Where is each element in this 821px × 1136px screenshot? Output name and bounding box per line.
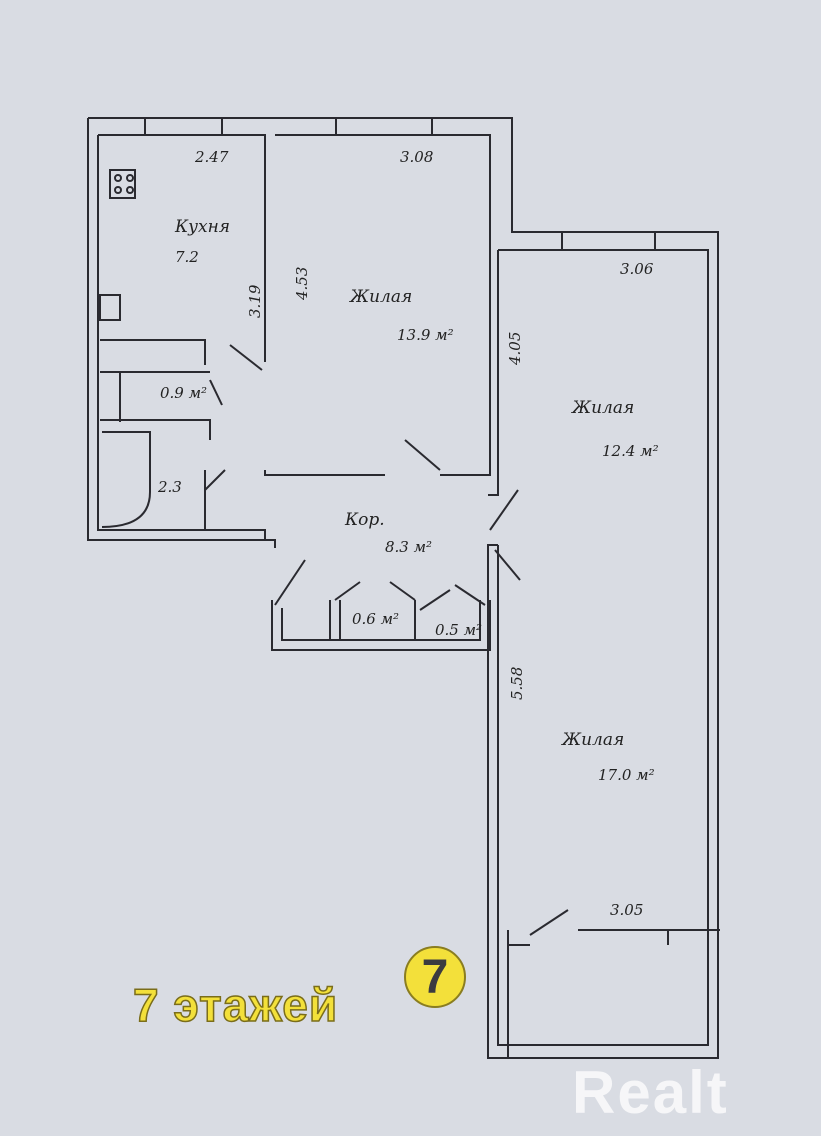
floors-label: 7 этажей [132, 978, 339, 1032]
corridor-area: 8.3 м² [385, 538, 432, 556]
living3-name: Жилая [561, 730, 624, 750]
walls [87, 117, 720, 1059]
living1-depth: 4.53 [293, 267, 311, 301]
closet2-area: 0.5 м² [435, 621, 482, 639]
logo-badge: 7 [404, 946, 466, 1008]
living2-width: 3.06 [620, 260, 654, 278]
watermark: Realt [572, 1059, 729, 1126]
toilet-area: 0.9 м² [160, 384, 207, 402]
living3-width: 3.05 [610, 901, 643, 919]
kitchen-depth: 3.19 [246, 284, 264, 318]
living1-area: 13.9 м² [397, 326, 454, 344]
living1-name: Жилая [349, 287, 412, 307]
kitchen-area: 7.2 [175, 248, 199, 266]
corridor-name: Кор. [344, 510, 385, 530]
living2-area: 12.4 м² [602, 442, 659, 460]
living2-depth: 4.05 [506, 332, 524, 366]
kitchen-width: 2.47 [194, 148, 229, 166]
living3-area: 17.0 м² [598, 766, 655, 784]
living3-depth: 5.58 [508, 667, 526, 700]
living1-width: 3.08 [400, 148, 433, 166]
closet1-area: 0.6 м² [352, 610, 399, 628]
living2-name: Жилая [571, 398, 634, 418]
kitchen-name: Кухня [174, 217, 230, 237]
bathroom-area: 2.3 [157, 478, 182, 496]
